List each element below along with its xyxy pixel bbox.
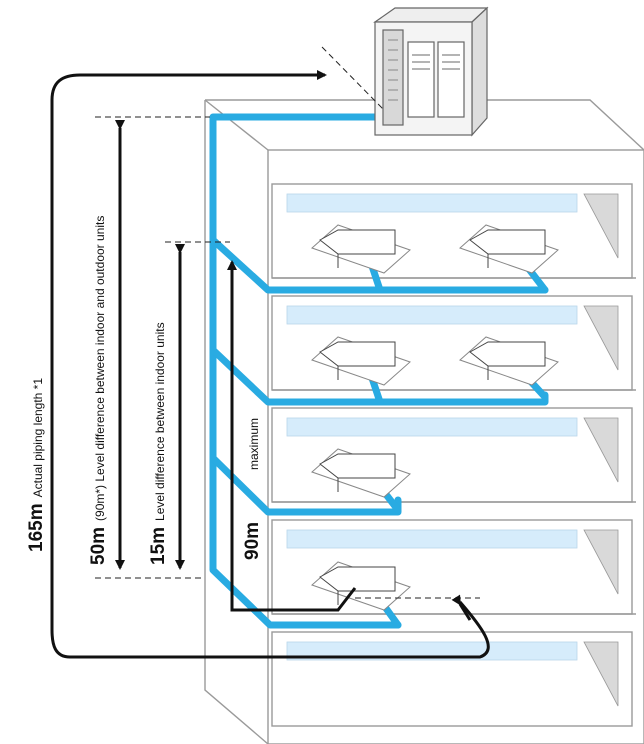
indoor-cassette-unit-icon <box>459 224 559 274</box>
indoor-cassette-unit-icon <box>311 224 411 274</box>
label-indoor-outdoor: 50m(90m*) Level difference between indoo… <box>88 216 109 565</box>
indoor-cassette-unit-icon <box>459 336 559 386</box>
dimension-lines <box>50 70 490 659</box>
indoor-cassette-unit-icon <box>311 448 411 498</box>
label-actual-piping: 165mActual piping length *1 <box>26 378 47 552</box>
label-indoor-indoor: 15mLevel difference between indoor units <box>148 322 169 565</box>
building <box>204 99 644 744</box>
svg-text:maximum: maximum <box>247 418 261 470</box>
window-shades <box>583 193 619 707</box>
refrigerant-piping <box>209 113 549 629</box>
actual-piping-arrow <box>50 70 490 659</box>
indoor-units <box>311 224 559 611</box>
label-max-route: 90m <box>242 522 263 560</box>
indoor-cassette-unit-icon <box>311 336 411 386</box>
outdoor-unit-icon <box>373 6 489 137</box>
svg-text:15mLevel difference between in: 15mLevel difference between indoor units <box>148 322 169 565</box>
label-maximum: maximum <box>247 418 261 470</box>
indoor-cassette-unit-icon <box>311 561 411 611</box>
max-route-arrow <box>227 260 357 612</box>
svg-text:50m(90m*) Level difference bet: 50m(90m*) Level difference between indoo… <box>88 216 109 565</box>
svg-text:165mActual piping length *1: 165mActual piping length *1 <box>26 378 47 552</box>
svg-text:90m: 90m <box>242 522 263 560</box>
